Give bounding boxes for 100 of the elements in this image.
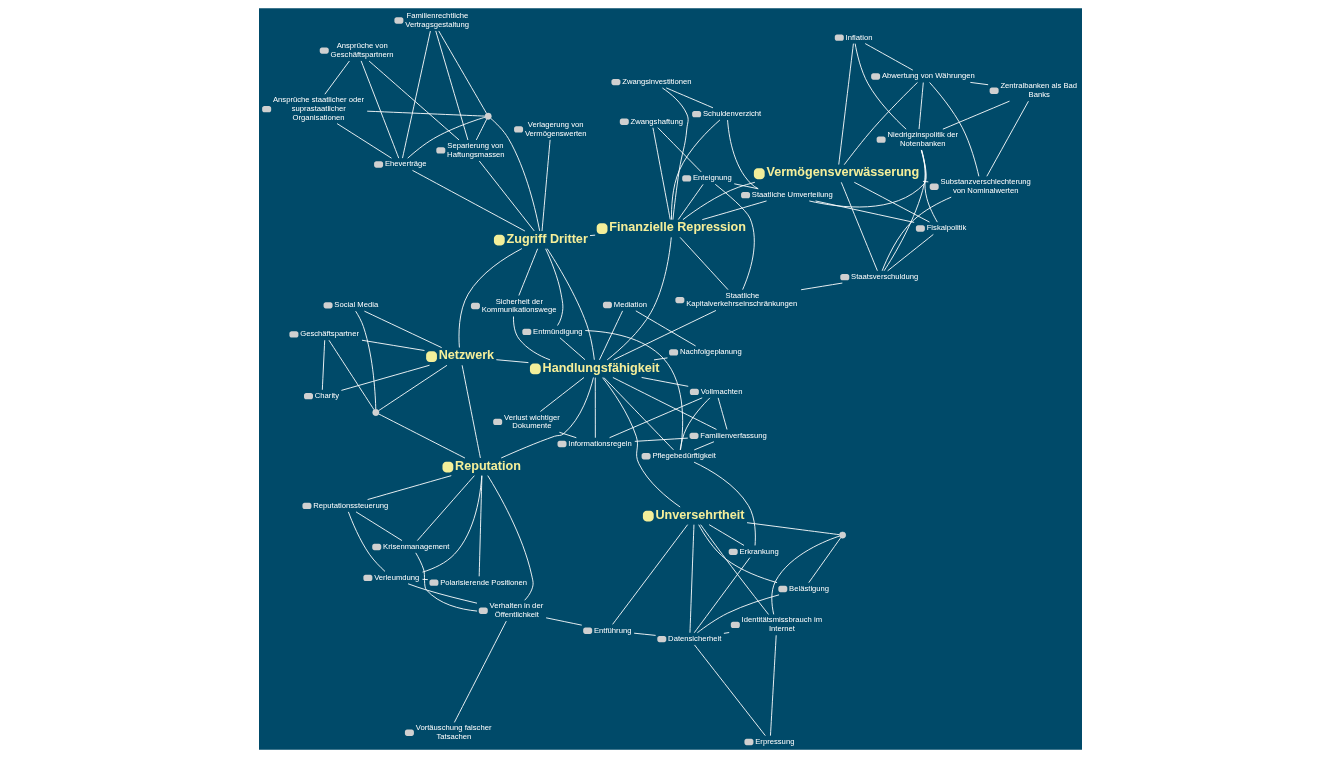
connector — [478, 475, 483, 577]
node-label: Staatliche Umverteilung — [751, 189, 833, 199]
connector — [461, 364, 481, 459]
connector — [347, 511, 386, 572]
connector — [558, 431, 577, 439]
connector — [854, 43, 907, 130]
connector — [652, 127, 671, 220]
connector — [609, 397, 703, 439]
connector — [407, 116, 486, 159]
connector — [324, 60, 350, 95]
connector — [361, 339, 425, 351]
connector — [887, 233, 934, 272]
connector — [336, 123, 392, 159]
connector — [969, 81, 989, 86]
node-label: Verlust wichtiger Dokumente — [504, 412, 560, 431]
connector — [518, 248, 539, 296]
connector — [633, 632, 657, 636]
connector — [340, 364, 430, 391]
connector — [545, 248, 564, 326]
connector — [771, 535, 840, 615]
connector — [612, 377, 717, 430]
node-label: Familienrechtliche Vertragsgestaltung — [405, 11, 470, 29]
connector — [490, 117, 541, 232]
connector — [942, 100, 1010, 130]
node-label: Identitätsmissbrauch im Internet — [741, 615, 823, 634]
connector — [603, 377, 674, 451]
node-label: Unversehrtheit — [655, 507, 745, 522]
node-label: Vortäuschung falscher Tatsachen — [415, 723, 492, 741]
node-circle — [839, 531, 846, 539]
connector — [723, 632, 730, 634]
node-label: Verleumdung — [374, 572, 420, 582]
node-label: Niedrigzinspolitik der Notenbanken — [887, 130, 959, 148]
node-label: Fiskalpolitik — [926, 223, 967, 233]
node-label: Erkrankung — [739, 546, 779, 556]
node-label: Familienverfassung — [700, 430, 767, 440]
connector — [727, 119, 759, 190]
connector — [422, 578, 429, 581]
node-label: Zentralbanken als Bad Banks — [1000, 81, 1078, 99]
node-circle — [372, 409, 380, 416]
connector — [355, 310, 377, 410]
connector — [693, 441, 715, 451]
connector — [546, 248, 595, 361]
node-label: Reputation — [455, 458, 521, 473]
connector — [416, 475, 475, 542]
node-label: Datensicherheit — [668, 633, 722, 643]
connector — [594, 377, 596, 439]
node-label: Ansprüche staatlicher oder suprastaatlicher Organisationen — [272, 95, 365, 122]
connector — [929, 82, 980, 177]
connector — [689, 524, 695, 634]
node-label: Entmündigung — [533, 326, 583, 336]
connector — [843, 82, 918, 166]
node-label: Abwertung von Währungen — [881, 71, 975, 81]
connector — [700, 524, 770, 615]
connector — [368, 60, 460, 141]
connector — [422, 475, 483, 573]
connector — [367, 475, 452, 501]
node-label: Handlungsfähigkeit — [542, 360, 660, 375]
connector — [698, 524, 778, 584]
connector — [355, 511, 403, 542]
node-label: Staatsverschuldung — [851, 272, 919, 282]
node-label: Finanzielle Repression — [609, 220, 746, 235]
node-label: Inflation — [845, 32, 873, 42]
connector — [495, 359, 529, 364]
connector — [407, 583, 478, 604]
node-label: Verhalten in der Öffentlichkeit — [489, 601, 544, 619]
connector — [453, 620, 507, 723]
connector — [679, 236, 729, 291]
connector — [363, 310, 443, 349]
connector — [733, 183, 759, 190]
connector — [360, 60, 400, 159]
connector — [641, 377, 689, 387]
node-label: Social Media — [334, 300, 379, 310]
connector — [402, 30, 431, 159]
connector — [717, 397, 728, 430]
connector — [661, 87, 689, 221]
connector — [487, 475, 534, 601]
connector — [500, 377, 594, 459]
connector — [679, 397, 711, 451]
connector — [696, 594, 780, 634]
node-label: Separierung von Haftungsmassen — [447, 141, 505, 159]
connector — [677, 183, 704, 220]
connector — [714, 183, 755, 291]
connector — [415, 552, 478, 612]
connector — [378, 413, 466, 459]
node-label: Zugriff Dritter — [506, 231, 588, 246]
connector — [918, 82, 924, 130]
connector — [599, 310, 624, 361]
connector — [589, 234, 596, 237]
connector — [864, 43, 914, 71]
node-label: Polarisierende Positionen — [440, 577, 528, 587]
connector — [653, 357, 668, 361]
connector — [612, 524, 689, 625]
node-label: Mediation — [613, 299, 647, 309]
connector — [412, 169, 526, 232]
node-label: Nachfolgeplanung — [679, 347, 742, 357]
connector — [800, 282, 843, 291]
node-label: Zwangshaftung — [630, 116, 683, 126]
connector — [606, 236, 672, 361]
connector — [694, 644, 766, 737]
connector — [665, 87, 714, 109]
